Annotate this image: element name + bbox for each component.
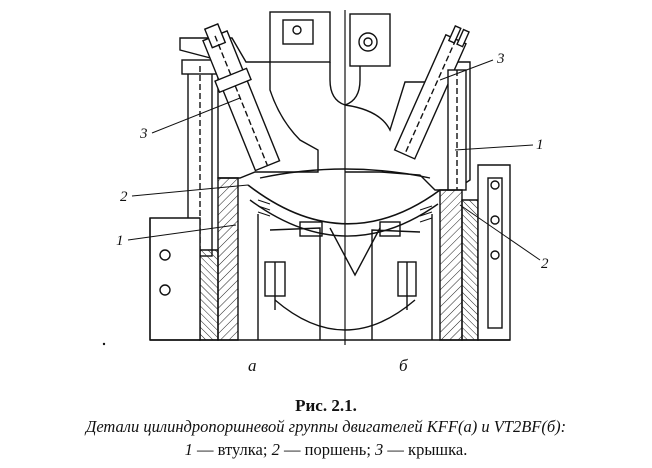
legend-num: 1	[184, 440, 193, 459]
callout-left-3: 3	[139, 126, 148, 142]
subfigure-label-a: а	[248, 356, 257, 375]
legend-item-2: 2 — поршень;	[271, 440, 371, 459]
piston-crown	[247, 184, 441, 225]
figure-caption-description: Детали цилиндропоршневой группы двигател…	[85, 417, 567, 436]
callout-right-3: 3	[496, 51, 505, 67]
legend-item-3: 3 — крышка.	[375, 440, 468, 459]
callouts-left: 3 2 1	[116, 126, 148, 249]
legend-item-1: 1 — втулка;	[184, 440, 268, 459]
callout-right-1: 1	[536, 137, 544, 153]
callout-right-2: 2	[541, 256, 549, 272]
legend-text: крышка	[408, 440, 464, 459]
callouts-right: 3 1 2	[496, 51, 549, 272]
liner-right	[439, 189, 463, 341]
callout-left-1: 1	[116, 233, 124, 249]
legend-num: 3	[375, 440, 384, 459]
callout-left-2: 2	[120, 189, 128, 205]
engine-cross-section-drawing: 3 2 1 3 1 2	[102, 10, 549, 346]
liner-left	[217, 177, 239, 341]
legend-text: втулка	[217, 440, 263, 459]
figure-caption-title: Рис. 2.1.	[295, 396, 357, 415]
injector-left	[202, 30, 281, 172]
figure-caption-legend: 1 — втулка; 2 — поршень; 3 — крышка.	[0, 440, 652, 460]
subfigure-label-b: б	[399, 356, 408, 375]
cylinder-cover-left	[179, 37, 319, 179]
top-fitting	[269, 11, 331, 63]
legend-num: 2	[271, 440, 280, 459]
legend-text: поршень	[304, 440, 367, 459]
